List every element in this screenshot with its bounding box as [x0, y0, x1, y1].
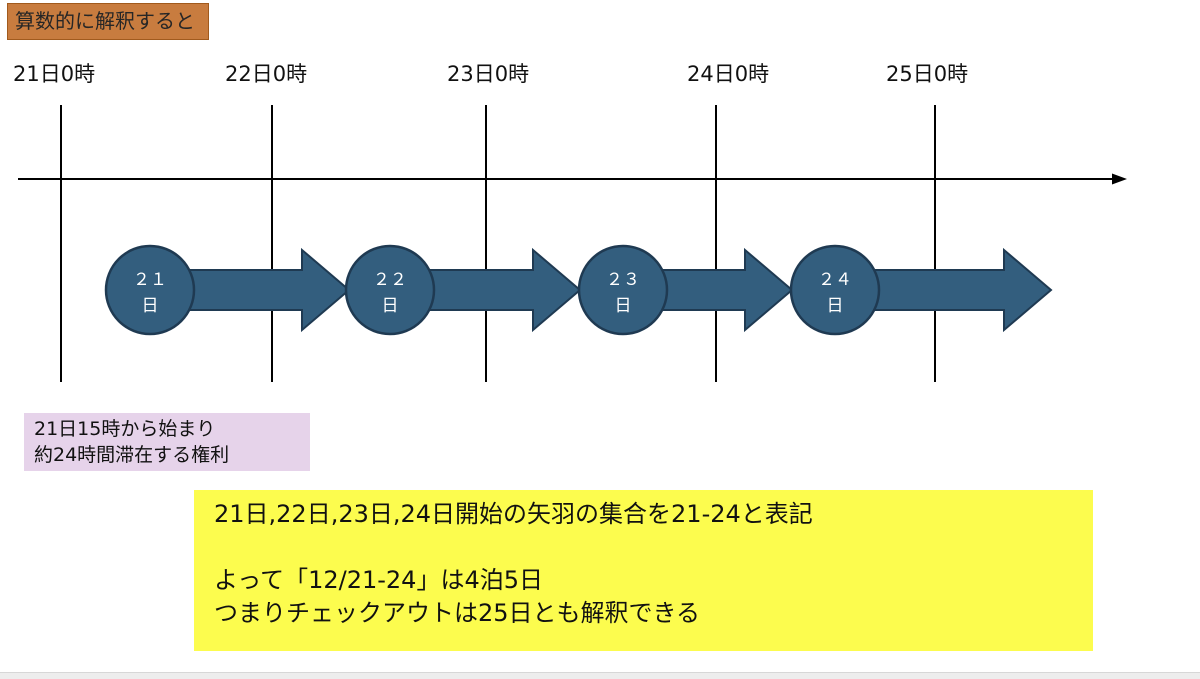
- day-node-number: ２４: [818, 270, 852, 290]
- bottom-edge-strip: [0, 672, 1200, 679]
- checkin-right-note: 21日15時から始まり約24時間滞在する権利: [24, 413, 310, 471]
- day-node-suffix: 日: [382, 296, 399, 316]
- tick-label-24: 24日0時: [687, 62, 770, 86]
- day-node-22: [344, 244, 436, 336]
- tick-label-22: 22日0時: [225, 62, 308, 86]
- axis-arrowhead-icon: [1112, 173, 1127, 185]
- interpretation-note-line: [214, 531, 1093, 564]
- day-node-suffix: 日: [615, 296, 632, 316]
- interpretation-note-line: 21日,22日,23日,24日開始の矢羽の集合を21-24と表記: [214, 500, 813, 528]
- day-node-24: [789, 244, 881, 336]
- day-node-21: [104, 244, 196, 336]
- checkin-right-note-line: 21日15時から始まり: [34, 418, 216, 440]
- slide-title: 算数的に解釈すると: [7, 3, 209, 40]
- day-node-suffix: 日: [827, 296, 844, 316]
- day-node-23: [577, 244, 669, 336]
- interpretation-note-line: よって「12/21-24」は4泊5日: [214, 566, 543, 594]
- day-node-number: ２３: [606, 270, 640, 290]
- tick-label-23: 23日0時: [447, 62, 530, 86]
- tick-label-25: 25日0時: [886, 62, 969, 86]
- tick-label-21: 21日0時: [13, 62, 96, 86]
- interpretation-note: 21日,22日,23日,24日開始の矢羽の集合を21-24と表記よって「12/2…: [194, 490, 1093, 651]
- day-node-suffix: 日: [142, 296, 159, 316]
- day-node-number: ２２: [373, 270, 407, 290]
- day-node-number: ２１: [133, 270, 167, 290]
- interpretation-note-line: つまりチェックアウトは25日とも解釈できる: [214, 599, 701, 627]
- checkin-right-note-line: 約24時間滞在する権利: [34, 444, 230, 466]
